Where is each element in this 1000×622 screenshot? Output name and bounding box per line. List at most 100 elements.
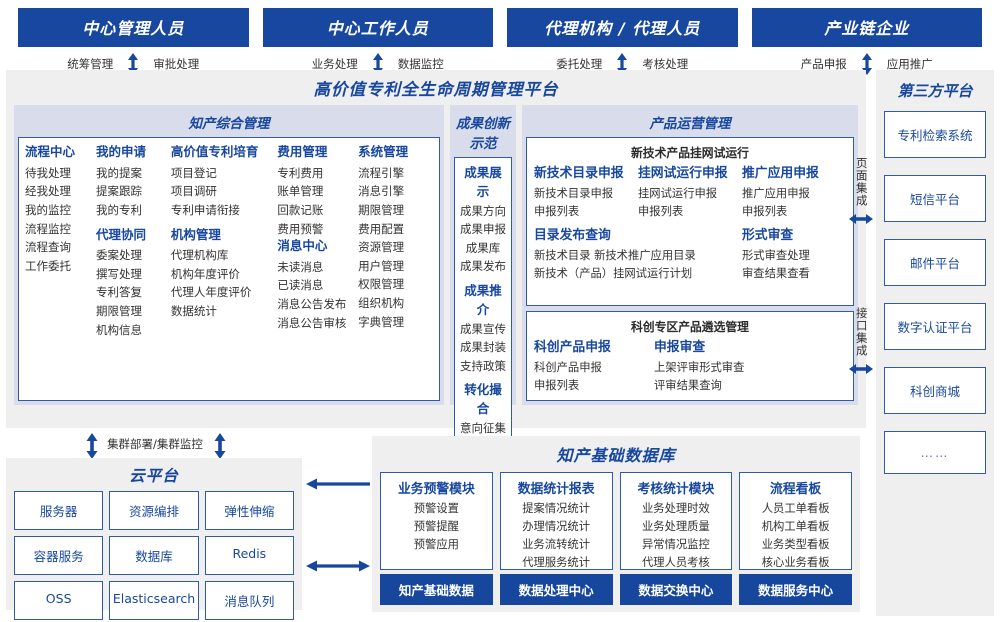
third-party-item-more[interactable]: ……: [884, 431, 986, 474]
menu-item[interactable]: 代理人年度评价: [170, 285, 252, 300]
menu-item[interactable]: 待我处理: [25, 165, 71, 180]
group-head[interactable]: 消息中心: [277, 238, 328, 254]
group-head[interactable]: 费用管理: [277, 144, 328, 159]
kb-item[interactable]: 预警应用: [413, 537, 459, 551]
kb-item[interactable]: 代理服务统计: [522, 555, 591, 569]
menu-item[interactable]: 新技术目录申报: [534, 186, 614, 200]
menu-item[interactable]: 费用预警: [277, 221, 324, 236]
group-head[interactable]: 流程中心: [25, 144, 76, 159]
menu-item[interactable]: 费用配置: [358, 221, 405, 236]
kb-item[interactable]: 异常情况监控: [641, 537, 710, 551]
third-party-item-email[interactable]: 邮件平台: [884, 239, 986, 286]
menu-item[interactable]: 未读消息: [277, 259, 324, 274]
menu-item[interactable]: 撰写处理: [95, 266, 142, 281]
group-head[interactable]: 机构管理: [170, 226, 221, 242]
menu-item[interactable]: 专利费用: [277, 165, 324, 180]
menu-item[interactable]: 申报列表: [534, 378, 580, 392]
group-head[interactable]: 科创产品申报: [534, 339, 611, 355]
kb-item[interactable]: 业务流转统计: [522, 537, 591, 551]
group-head[interactable]: 目录发布查询: [534, 228, 611, 244]
menu-item[interactable]: 消息公告发布: [277, 297, 347, 311]
group-head[interactable]: 代理协同: [95, 226, 146, 242]
menu-item[interactable]: 用户管理: [358, 258, 405, 273]
menu-item[interactable]: 成果申报: [460, 222, 506, 237]
menu-item[interactable]: 意向征集: [460, 420, 506, 435]
menu-item[interactable]: 字典管理: [358, 314, 405, 329]
menu-item[interactable]: 账单管理: [277, 184, 324, 199]
menu-item[interactable]: 成果宣传: [460, 321, 506, 336]
menu-item[interactable]: 机构年度评价: [170, 266, 240, 281]
menu-item[interactable]: 工作委托: [25, 258, 71, 273]
menu-item[interactable]: 项目登记: [170, 165, 217, 180]
menu-item[interactable]: 流程引擎: [358, 165, 405, 180]
menu-item[interactable]: 上架评审形式审查: [654, 360, 745, 374]
third-party-item-kc-mall[interactable]: 科创商城: [884, 367, 986, 414]
menu-item[interactable]: 我的提案: [95, 165, 142, 180]
menu-item[interactable]: 成果封装: [460, 340, 506, 355]
group-head[interactable]: 挂网试运行申报: [638, 166, 728, 181]
kb-item[interactable]: 办理情况统计: [522, 519, 591, 533]
kb-item[interactable]: 业务处理质量: [641, 519, 710, 533]
menu-item[interactable]: 数据统计: [170, 304, 217, 318]
menu-item[interactable]: 组织机构: [358, 296, 405, 310]
cloud-item-message-queue[interactable]: 消息队列: [204, 581, 294, 620]
menu-item[interactable]: 支持政策: [460, 358, 506, 373]
group-head[interactable]: 成果展示: [464, 165, 502, 199]
group-head[interactable]: 成果推介: [464, 283, 502, 317]
menu-item[interactable]: 评审结果查询: [654, 378, 722, 392]
menu-item[interactable]: 推广应用申报: [742, 186, 810, 200]
menu-item[interactable]: 挂网试运行申报: [638, 186, 718, 200]
menu-item[interactable]: 形式审查处理: [742, 249, 810, 263]
menu-item[interactable]: 项目调研: [170, 184, 217, 199]
group-head[interactable]: 推广应用申报: [742, 166, 819, 181]
cloud-item-elasticsearch[interactable]: Elasticsearch: [109, 581, 199, 620]
menu-item[interactable]: 经我处理: [25, 184, 71, 199]
kb-item[interactable]: 预警设置: [413, 502, 459, 515]
menu-item[interactable]: 成果方向: [460, 203, 506, 218]
group-head[interactable]: 申报审查: [654, 339, 706, 355]
kb-item[interactable]: 业务类型看板: [761, 537, 830, 551]
menu-item[interactable]: 资源管理: [358, 240, 405, 255]
menu-item[interactable]: 新技术（产品）挂网试运行计划: [534, 267, 693, 281]
menu-item[interactable]: 机构信息: [95, 322, 142, 337]
menu-item[interactable]: 审查结果查看: [742, 267, 810, 281]
kb-item[interactable]: 预警提醒: [413, 519, 459, 533]
menu-item[interactable]: 已读消息: [277, 278, 324, 293]
cloud-item-database[interactable]: 数据库: [109, 536, 199, 575]
actor-title[interactable]: 中心工作人员: [262, 8, 493, 47]
actor-title[interactable]: 产业链企业: [751, 8, 982, 47]
group-head[interactable]: 转化撮合: [464, 382, 502, 417]
kb-item[interactable]: 人员工单看板: [761, 502, 830, 515]
menu-item[interactable]: 消息公告审核: [277, 315, 347, 330]
menu-item[interactable]: 申报列表: [638, 205, 684, 219]
menu-item[interactable]: 专利申请衔接: [170, 202, 240, 217]
group-head[interactable]: 我的申请: [95, 144, 146, 159]
actor-title[interactable]: 代理机构 / 代理人员: [507, 8, 738, 47]
third-party-item-digital-cert[interactable]: 数字认证平台: [884, 303, 986, 350]
cloud-item-orchestration[interactable]: 资源编排: [109, 491, 199, 530]
third-party-item-patent-search[interactable]: 专利检索系统: [884, 111, 986, 158]
menu-item[interactable]: 流程监控: [25, 221, 71, 236]
menu-item[interactable]: 期限管理: [95, 304, 142, 318]
menu-item[interactable]: 科创产品申报: [534, 360, 602, 374]
menu-item[interactable]: 成果库: [465, 240, 501, 255]
group-head[interactable]: 新技术目录申报: [534, 166, 624, 181]
menu-item[interactable]: 我的专利: [95, 202, 142, 217]
menu-item[interactable]: 期限管理: [358, 202, 405, 217]
kb-item[interactable]: 核心业务看板: [761, 555, 830, 569]
menu-item[interactable]: 权限管理: [358, 277, 405, 292]
kb-footer-processing-center[interactable]: 数据处理中心: [499, 574, 613, 605]
kb-footer-exchange-center[interactable]: 数据交换中心: [619, 574, 733, 605]
cloud-item-autoscaling[interactable]: 弹性伸缩: [204, 491, 294, 530]
cloud-item-container[interactable]: 容器服务: [14, 536, 104, 575]
kb-item[interactable]: 提案情况统计: [522, 502, 591, 515]
kb-footer-basic-data[interactable]: 知产基础数据: [380, 574, 493, 605]
actor-title[interactable]: 中心管理人员: [18, 8, 249, 47]
menu-item[interactable]: 代理机构库: [170, 248, 229, 263]
group-head[interactable]: 系统管理: [358, 144, 409, 159]
menu-item[interactable]: 成果发布: [460, 259, 506, 274]
cloud-item-server[interactable]: 服务器: [14, 491, 104, 530]
menu-item[interactable]: 我的监控: [25, 202, 71, 217]
menu-item[interactable]: 委案处理: [95, 248, 142, 263]
kb-footer-service-center[interactable]: 数据服务中心: [739, 574, 852, 605]
